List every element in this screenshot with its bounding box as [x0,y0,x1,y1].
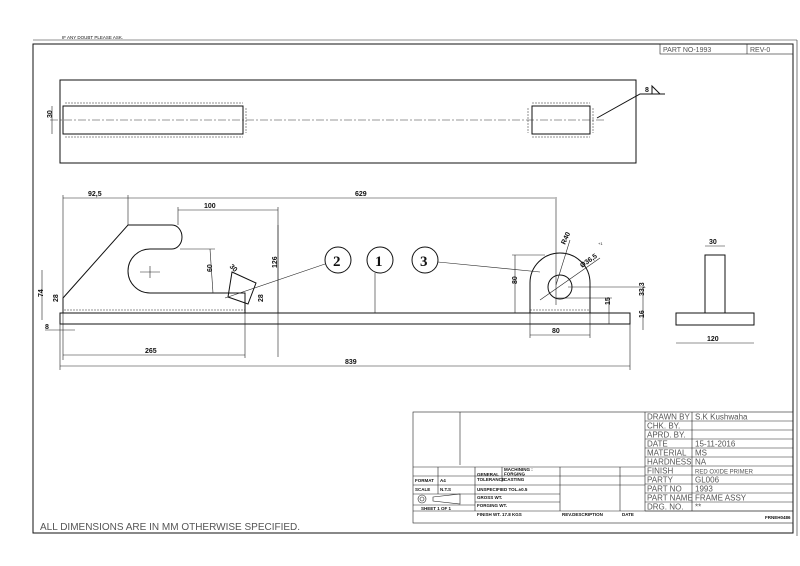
svg-text:2: 2 [333,254,341,270]
title-row-label: PARTY [647,476,674,485]
title-row-value: 15-11-2016 [695,440,736,449]
title-row-label: PART NAME [647,494,693,503]
balloon-2: 2 [324,246,352,274]
dim-100: 100 [204,203,216,210]
weld-symbol-icon [651,84,661,95]
date-header: DATE [622,512,634,517]
format-value: A4 [440,478,446,483]
dim-80-width: 80 [552,328,560,335]
dim-80-height: 80 [512,276,519,284]
lug [529,252,591,313]
dim-28-right: 28 [258,294,265,302]
title-row-label: CHK. BY. [647,422,680,431]
svg-text:1: 1 [375,254,383,270]
scale-value: N.T.S [440,487,451,492]
dim-839: 839 [345,359,357,366]
drawing-frame [32,43,794,534]
title-row-value: MS [695,449,707,458]
title-row-label: HARDNESS [647,458,691,467]
title-block: FORMAT A4 SCALE N.T.S SHEET 1 OF 1 GENER… [412,411,794,524]
gross-weight: GROSS WT. [477,495,502,500]
title-row-value: NA [695,458,707,467]
title-row-value: S.K Kushwaha [695,413,748,422]
dim-dia-36-5: Ø36,5 [579,253,599,270]
svg-text:3: 3 [420,254,428,270]
side-dim-120: 120 [707,336,719,343]
dim-tolerance: +1 [598,241,603,246]
doubt-note: IF ANY DOUBT PLEASE ASK. [62,35,123,40]
gusset [227,271,257,305]
side-view: 30 120 [675,239,755,344]
title-row-label: DRG. NO. [647,503,683,512]
title-row-label: DATE [647,440,668,449]
weld-size: 8 [645,87,649,94]
dim-265: 265 [145,348,157,355]
dim-92-5: 92,5 [88,191,102,198]
unspecified-tolerance: UNSPECIFIED TOL.±0.5 [477,487,528,492]
title-row-value: FRAME ASSY [695,494,747,503]
dim-28-left: 28 [53,294,60,302]
part-no-box: PART NO-1993 REV-0 [659,43,794,55]
general-label: GENERAL [477,472,499,477]
rev-description-header: REV.DESCRIPTION [562,512,603,517]
dim-8: 8 [45,324,49,331]
dim-126: 126 [272,256,279,268]
balloon-3: 3 [411,246,439,274]
casting-label: CASTING [504,477,525,482]
title-row-label: APRD. BY. [647,431,686,440]
format-label: FORMAT [415,478,434,483]
dim-30-gusset: 30 [228,263,239,274]
dim-74: 74 [38,289,45,297]
forging-weight: FORGING WT. [477,503,507,508]
forging-label: FORGING [504,472,525,477]
dim-bore-dia: 30 [47,110,54,118]
scale-label: SCALE [415,487,430,492]
tolerance-label: TOLERANCE [477,477,505,482]
weld-leader [596,93,665,119]
finish-weight: FINISH WT. 17.8 KGS [477,512,522,517]
drawing-code: FRNEH0486 [765,515,791,520]
dim-33-3: 33,3 [639,282,646,296]
title-row-value: 1993 [695,485,713,494]
title-row-value: RED OXIDE PRIMER [695,470,754,476]
title-row-label: PART NO [647,485,682,494]
rev-label: REV-0 [750,47,770,54]
dimensions-note: ALL DIMENSIONS ARE IN MM OTHERWISE SPECI… [40,522,300,533]
front-view: 92,5 629 100 60 126 74 28 28 30 8 265 83… [38,191,646,370]
dim-r40: R40 [560,231,572,246]
slotted-plate [62,224,246,313]
top-view: 30 8 [47,79,665,164]
projection-symbol-icon [417,493,461,505]
dim-60: 60 [207,264,214,272]
title-row-label: FINISH [647,467,673,476]
sheet-label: SHEET 1 OF 1 [421,506,452,511]
side-dim-30: 30 [709,239,717,246]
title-row-label: DRAWN BY [647,413,690,422]
part-no-label: PART NO-1993 [663,47,711,54]
base-plate [59,312,631,325]
dim-629: 629 [355,191,367,198]
machining-label: MACHINING : [504,467,533,472]
title-row-value: GL006 [695,476,720,485]
title-row-label: MATERIAL [647,449,687,458]
balloon-1: 1 [366,246,394,274]
dim-15: 15 [605,297,612,305]
title-row-value: ** [695,503,701,512]
dim-16: 16 [639,310,646,318]
